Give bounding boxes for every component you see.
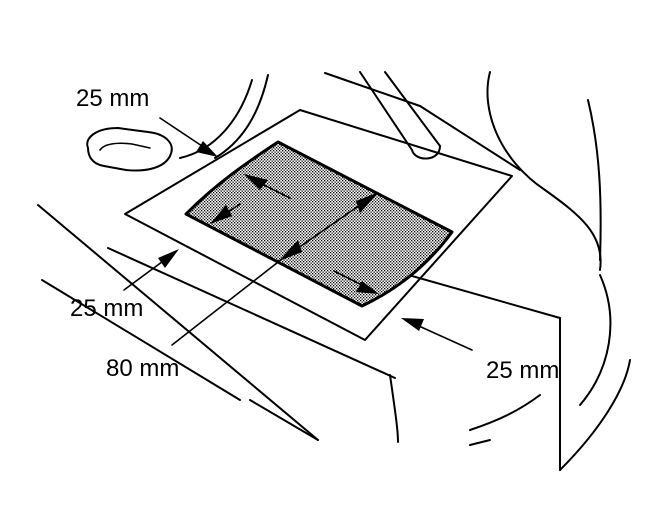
margin-area [124,109,513,341]
rod [359,71,441,160]
slot-hole [86,127,173,172]
body-panel-outline [37,71,631,471]
label-bottom-left-margin: 25 mm [70,295,143,322]
leader-lines [123,117,473,351]
label-diagonal-length: 80 mm [106,355,179,382]
label-top-left-margin: 25 mm [76,85,149,112]
label-bottom-right-margin: 25 mm [486,357,559,384]
patch-dimension-arrows [210,174,379,294]
repair-patch [184,140,454,308]
